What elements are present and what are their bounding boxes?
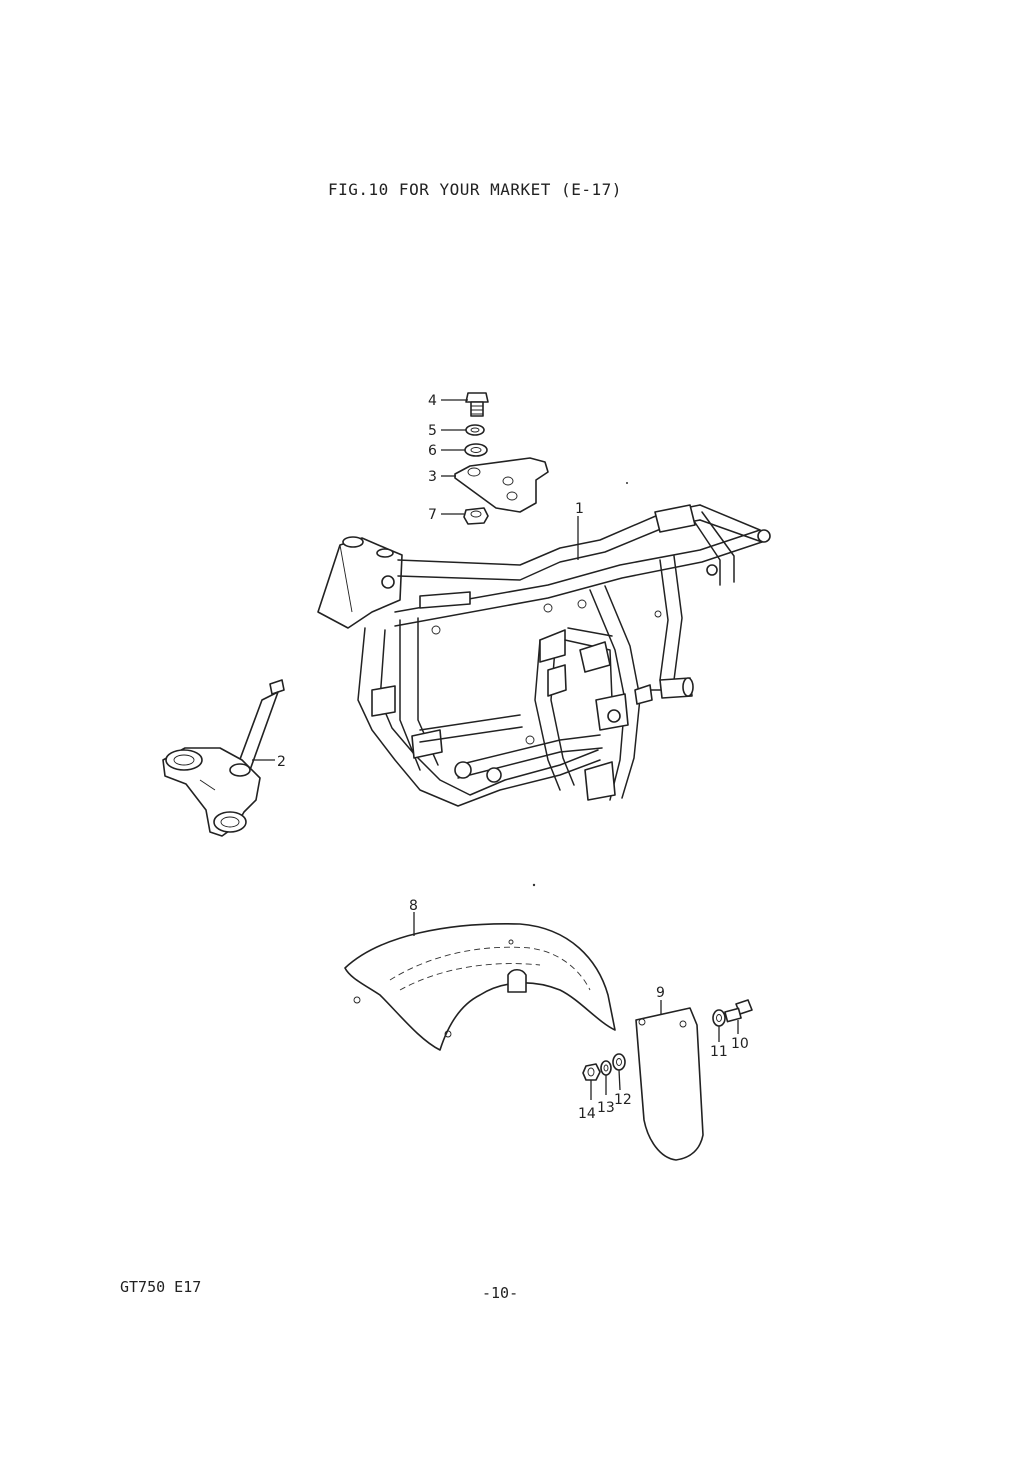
figure-title: FIG.10 FOR YOUR MARKET (E-17) <box>328 180 622 199</box>
callout-12: 12 <box>614 1092 632 1108</box>
callout-2: 2 <box>277 754 286 770</box>
callout-13: 13 <box>597 1100 615 1116</box>
lock-washer-part-5 <box>465 424 485 436</box>
washer-part-11 <box>712 1009 726 1027</box>
frame-part-1 <box>317 504 771 807</box>
nut-part-14 <box>582 1063 601 1081</box>
callout-7: 7 <box>428 507 437 523</box>
washer-part-6 <box>464 443 488 457</box>
steering-stem-part-2 <box>162 679 285 837</box>
lock-washer-part-13 <box>600 1060 612 1076</box>
callout-4: 4 <box>428 393 437 409</box>
callout-9: 9 <box>656 985 665 1001</box>
page-number: -10- <box>482 1284 519 1302</box>
callout-5: 5 <box>428 423 437 439</box>
callout-10: 10 <box>731 1036 749 1052</box>
mud-flap-part-9 <box>635 1007 704 1161</box>
callout-6: 6 <box>428 443 437 459</box>
callout-3: 3 <box>428 469 437 485</box>
model-code: GT750 E17 <box>120 1278 202 1296</box>
callout-8: 8 <box>409 898 418 914</box>
washer-part-12 <box>612 1053 626 1071</box>
nut-part-7 <box>463 507 489 525</box>
callout-1: 1 <box>575 501 584 517</box>
leader-lines <box>252 399 739 1100</box>
bolt-part-10 <box>724 999 753 1023</box>
bolt-part-4 <box>465 392 489 417</box>
callout-14: 14 <box>578 1106 596 1122</box>
callout-11: 11 <box>710 1044 728 1060</box>
bracket-part-3 <box>454 457 549 513</box>
front-fender-part-8 <box>344 923 616 1051</box>
